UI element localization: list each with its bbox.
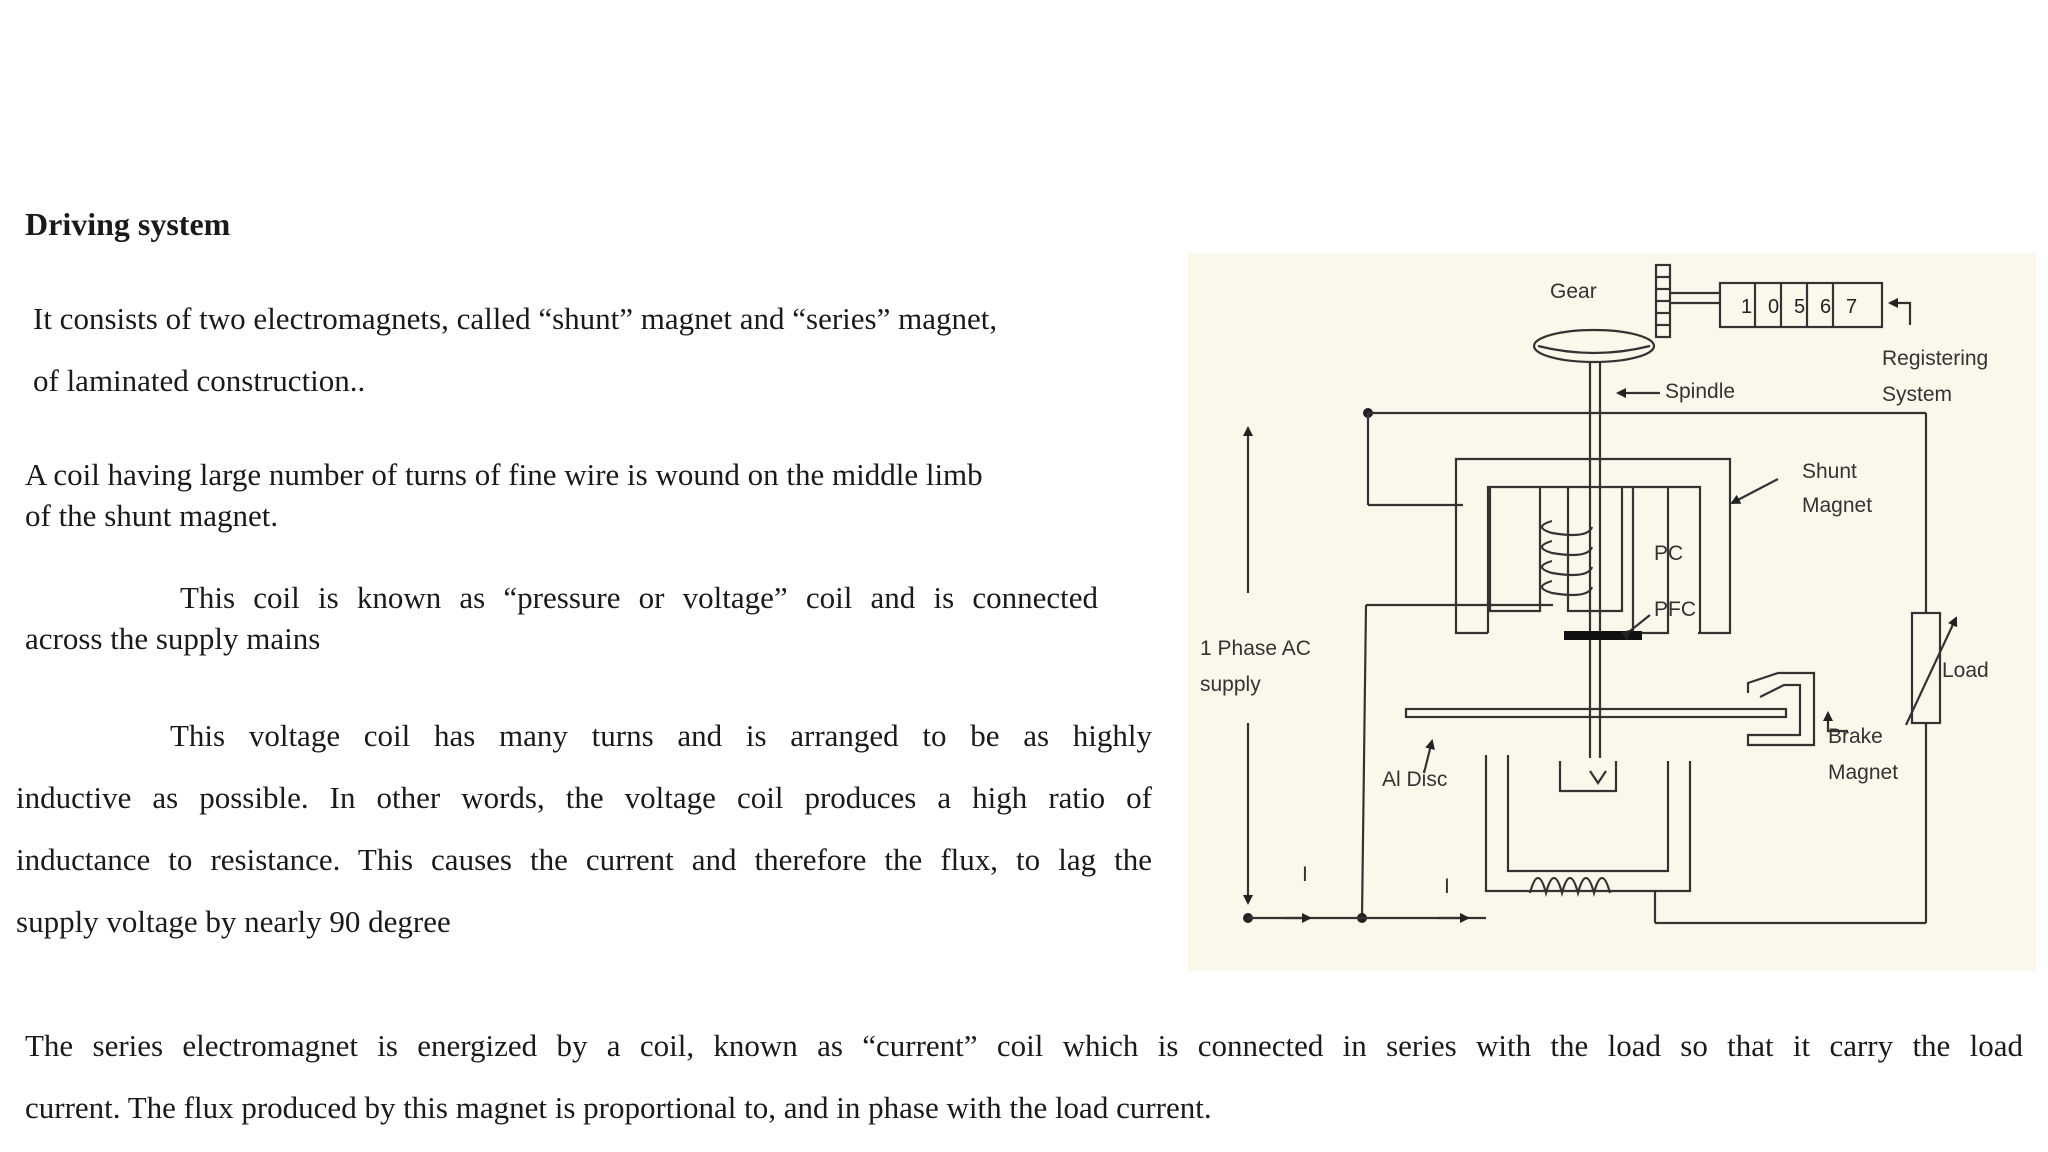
p2-line2: of the shunt magnet.	[25, 498, 279, 533]
p1-line1: It consists of two electromagnets, calle…	[33, 301, 998, 336]
section-heading: Driving system	[25, 206, 231, 242]
register-digit: 7	[1846, 296, 1857, 318]
register-digit: 5	[1794, 296, 1805, 318]
al-disc-label: Al Disc	[1382, 768, 1447, 791]
pressure-coil	[1540, 519, 1594, 597]
pc-label: PC	[1654, 542, 1683, 565]
p4-line2: inductive as possible. In other words, t…	[16, 780, 1152, 815]
spindle-label: Spindle	[1665, 380, 1735, 403]
energy-meter-diagram: 1 0 5 6 7	[1188, 253, 2036, 971]
shunt-label: Shunt	[1802, 460, 1857, 483]
p5-line1: The series electromagnet is energized by…	[25, 1028, 2023, 1063]
supply-label-2: supply	[1200, 673, 1261, 696]
p5-line2: current. The flux produced by this magne…	[25, 1090, 1212, 1125]
current-label: I	[1302, 863, 1308, 886]
register-counter	[1718, 281, 1884, 329]
register-digit: 1	[1741, 296, 1752, 318]
pfc-bar	[1564, 631, 1642, 640]
shunt-label-2: Magnet	[1802, 494, 1872, 517]
shunt-magnet	[1454, 457, 1732, 635]
register-digit: 0	[1768, 296, 1779, 318]
pfc-label: PFC	[1654, 598, 1696, 621]
current-coil	[1528, 876, 1612, 898]
brake-label-2: Magnet	[1828, 761, 1898, 784]
supply-label: 1 Phase AC	[1200, 637, 1311, 660]
brake-magnet	[1746, 671, 1816, 747]
p3-line2: across the supply mains	[25, 621, 321, 656]
p2-line1: A coil having large number of turns of f…	[25, 457, 983, 492]
current-label-2: I	[1444, 875, 1450, 898]
p4-line3: inductance to resistance. This causes th…	[16, 842, 1152, 877]
energy-meter-figure: 1 0 5 6 7	[1200, 263, 1989, 925]
load-resistor	[1910, 611, 1942, 725]
registering-label-2: System	[1882, 383, 1952, 406]
al-disc	[1404, 707, 1788, 719]
load-label: Load	[1942, 659, 1989, 682]
series-magnet	[1484, 755, 1692, 893]
p4-line1: This voltage coil has many turns and is …	[170, 718, 1152, 753]
gear-label: Gear	[1550, 280, 1597, 303]
p4-line4: supply voltage by nearly 90 degree	[16, 904, 451, 939]
p3-line1: This coil is known as “pressure or volta…	[180, 580, 1098, 615]
registering-label: Registering	[1882, 347, 1988, 370]
p1-line2: of laminated construction..	[33, 363, 366, 398]
register-digit: 6	[1820, 296, 1831, 318]
gear-icon	[1532, 328, 1656, 364]
brake-label: Brake	[1828, 725, 1883, 748]
